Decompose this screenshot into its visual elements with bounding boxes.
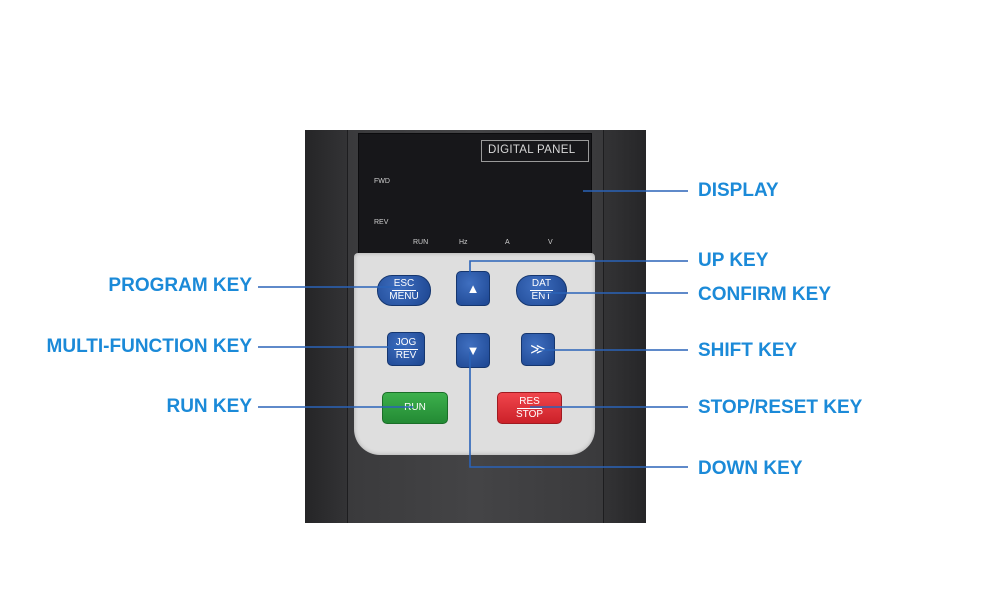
callout-run-key: RUN KEY [166,396,252,417]
indicator-fwd: FWD [374,178,390,185]
run-key[interactable]: RUN [382,392,448,424]
indicator-a: A [505,239,510,246]
callout-stop-reset-key: STOP/RESET KEY [698,397,863,418]
dat-ent-key[interactable]: DAT ENT [516,275,567,306]
esc-label: ESC [391,278,417,291]
menu-label: MENU [389,291,419,302]
callout-down-key: DOWN KEY [698,458,803,479]
down-key-leader-line [469,352,688,468]
jog-rev-key[interactable]: JOG REV [387,332,425,366]
callout-program-key: PROGRAM KEY [108,275,252,296]
callout-display: DISPLAY [698,180,779,201]
housing-right-rail [603,130,646,523]
jog-label: JOG [393,336,419,350]
indicator-rev: REV [374,219,389,226]
res-stop-key[interactable]: RES STOP [497,392,562,424]
dat-label: DAT [529,278,554,291]
shift-icon: ≫ [530,340,546,358]
ent-label: ENT [531,291,552,302]
stop-label: STOP [515,408,544,420]
panel-title: DIGITAL PANEL [488,144,576,156]
callout-up-key: UP KEY [698,250,769,271]
run-label: RUN [404,402,426,413]
esc-menu-key[interactable]: ESC MENU [377,275,431,306]
up-key[interactable]: ▲ [456,271,490,306]
housing-left-rail [305,130,348,523]
up-key-leader-line [469,260,688,275]
indicator-hz: Hz [459,239,468,246]
up-arrow-icon: ▲ [466,280,480,296]
callout-multi-function-key: MULTI-FUNCTION KEY [46,336,252,357]
indicator-run: RUN [413,239,429,246]
callout-confirm-key: CONFIRM KEY [698,284,831,305]
panel-title-frame [481,140,589,162]
res-label: RES [517,395,542,409]
rev-label: REV [395,349,417,361]
callout-shift-key: SHIFT KEY [698,340,798,361]
indicator-v: V [548,239,553,246]
